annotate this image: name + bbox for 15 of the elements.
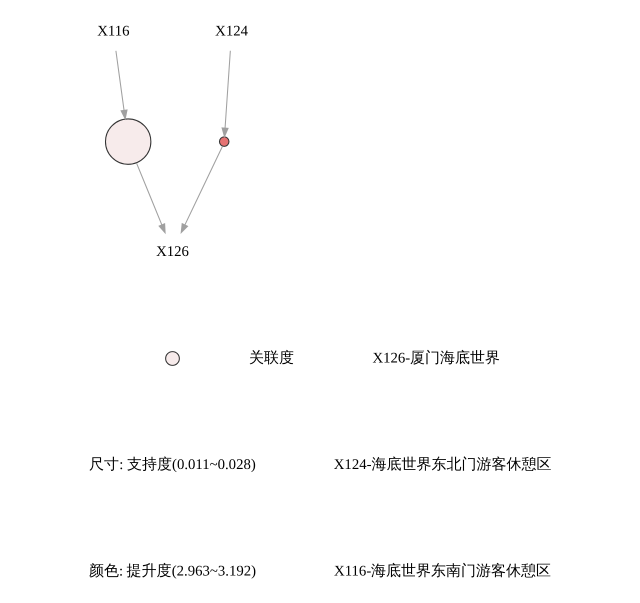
legend-label: 关联度 [248, 350, 294, 366]
arrow [220, 50, 230, 138]
node-circle [218, 136, 229, 147]
node-text: X116 [96, 23, 130, 40]
node-text: X126 [156, 244, 188, 260]
label: X116-海底世界东南门游客休憩区 [334, 564, 551, 580]
label: 颜色: 提升度(2.963~3.192) [88, 564, 256, 580]
label: X124-海底世界东北门游客休憩区 [333, 456, 552, 473]
node-circle [104, 118, 151, 165]
arrow [114, 50, 128, 120]
arrow [180, 146, 222, 234]
label: X126-厦门海底世界 [372, 350, 500, 366]
label: 尺寸: 支持度(0.011~0.028) [88, 456, 256, 473]
node-text: X124 [214, 23, 248, 40]
arrow [136, 162, 166, 234]
